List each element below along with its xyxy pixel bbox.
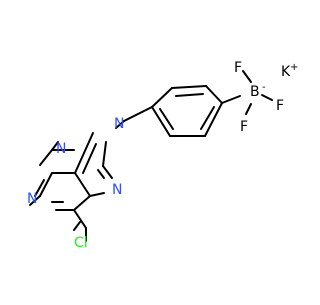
molecule-diagram: K + B - F F F N N N N Cl [27,60,298,251]
bond [115,120,125,129]
bond [74,132,94,174]
nitrogen-label-n7: N [112,182,122,198]
bond [74,172,91,197]
fluorine-label-1: F [234,60,242,76]
bond [82,143,97,174]
bond [102,165,113,179]
fluorine-label-3: F [240,119,248,135]
structure-svg: K + B - F F F N N N N Cl [27,60,298,251]
bond [123,106,153,122]
atom-labels: K + B - F F F N N N N Cl [27,60,298,251]
bond [73,195,91,211]
bond [151,87,173,108]
chlorine-label: Cl [74,235,88,251]
bond [159,108,174,130]
bond [204,102,223,137]
bond [39,172,53,197]
boron-label: B [250,84,260,100]
fluorine-label-2: F [276,98,284,114]
bond [261,94,273,101]
bond [73,209,87,229]
bond [200,106,215,130]
bonds [29,70,273,242]
nitrogen-label-n9: N [114,116,124,132]
boron-charge: - [262,82,266,93]
bond [29,195,41,206]
bond [51,141,59,151]
bond [97,169,105,179]
bond [175,93,204,97]
bond [205,85,223,104]
bond [34,179,45,197]
bond [151,106,171,137]
bond [242,70,252,83]
bond [102,141,107,167]
bond [89,192,105,197]
nitrogen-label-n3: N [56,141,66,157]
bond [39,149,53,166]
potassium-charge: + [290,62,298,73]
bond [221,95,241,104]
bond [245,103,252,115]
bond [73,221,81,231]
bond [171,85,207,89]
potassium-label: K [281,64,291,80]
nitrogen-label-n1: N [27,191,37,207]
